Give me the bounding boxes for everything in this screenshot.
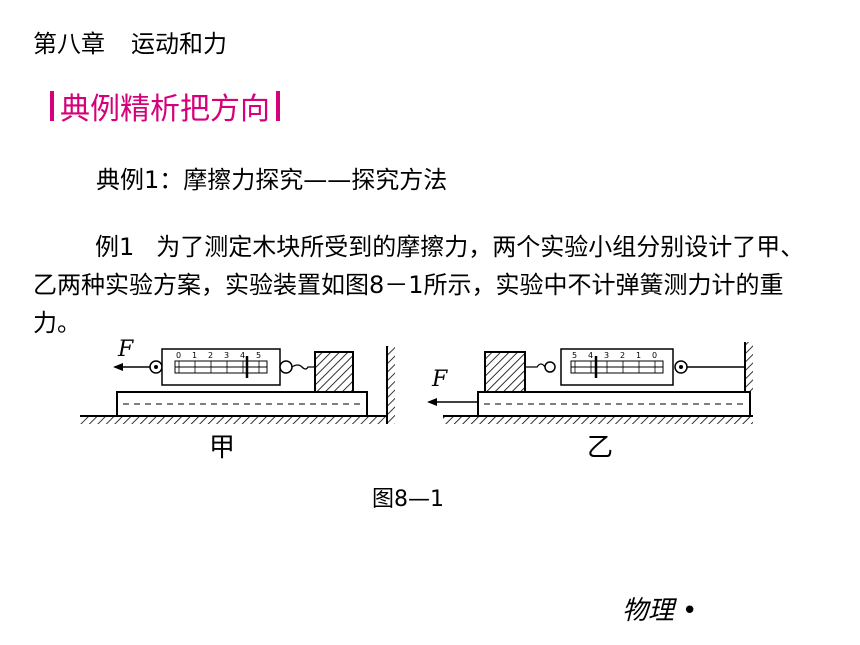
example-text: 为了测定木块所受到的摩擦力，两个实验小组分别设计了甲、乙两种实验方案，实验装置如… xyxy=(33,233,805,337)
scale-tick-right: 5 xyxy=(572,351,577,360)
force-arrow-right: F xyxy=(427,367,478,406)
subject-label: 物理 xyxy=(622,596,675,626)
board-left xyxy=(116,391,368,417)
chapter-heading: 第八章运动和力 xyxy=(33,24,227,59)
scale-tick-right: 2 xyxy=(620,351,625,360)
ground-right xyxy=(443,415,753,424)
wall-right xyxy=(744,342,753,392)
scale-tick-right: 0 xyxy=(652,351,657,360)
scale-tick-left: 2 xyxy=(208,351,213,360)
section-title: 典例精析把方向 xyxy=(44,84,286,128)
label-jia: 甲 xyxy=(209,433,235,463)
scale-tick-right: 3 xyxy=(604,351,609,360)
example-subheading: 典例1：摩擦力探究——探究方法 xyxy=(96,166,448,194)
footer-dot: • xyxy=(682,596,698,626)
wooden-block-left xyxy=(314,351,354,393)
ground-left xyxy=(80,415,387,424)
scale-tick-left: 3 xyxy=(224,351,229,360)
section-bar-left xyxy=(50,91,54,121)
scale-tick-left: 5 xyxy=(256,351,261,360)
force-arrow-left: F xyxy=(113,337,150,371)
scale-tick-left: 0 xyxy=(176,351,181,360)
force-label-right: F xyxy=(431,367,448,392)
label-yi: 乙 xyxy=(587,433,613,463)
footer-subject: 物理• xyxy=(622,590,697,627)
scale-tick-right: 1 xyxy=(636,351,641,360)
scale-tick-right: 4 xyxy=(588,351,593,360)
section-title-text: 典例精析把方向 xyxy=(60,92,270,127)
figure-caption: 图8—1 xyxy=(372,487,444,512)
chapter-number: 第八章 xyxy=(33,30,105,58)
setup-right: 5 4 3 2 1 0 F 乙 xyxy=(427,342,753,463)
scale-tick-left: 4 xyxy=(240,351,245,360)
board-right xyxy=(477,391,751,417)
setup-left: 0 1 2 3 4 5 F 甲 xyxy=(80,337,395,463)
scale-tick-left: 1 xyxy=(192,351,197,360)
section-bar-right xyxy=(276,91,280,121)
spring-scale-left: 0 1 2 3 4 5 xyxy=(149,348,315,386)
wall-left xyxy=(386,346,395,424)
chapter-title: 运动和力 xyxy=(131,30,227,58)
force-label-left: F xyxy=(117,337,134,362)
wooden-block-right xyxy=(484,351,526,393)
experiment-figure: 0 1 2 3 4 5 F 甲 xyxy=(80,337,753,463)
example-number: 例1 xyxy=(95,233,135,261)
spring-scale-right: 5 4 3 2 1 0 xyxy=(525,348,745,386)
